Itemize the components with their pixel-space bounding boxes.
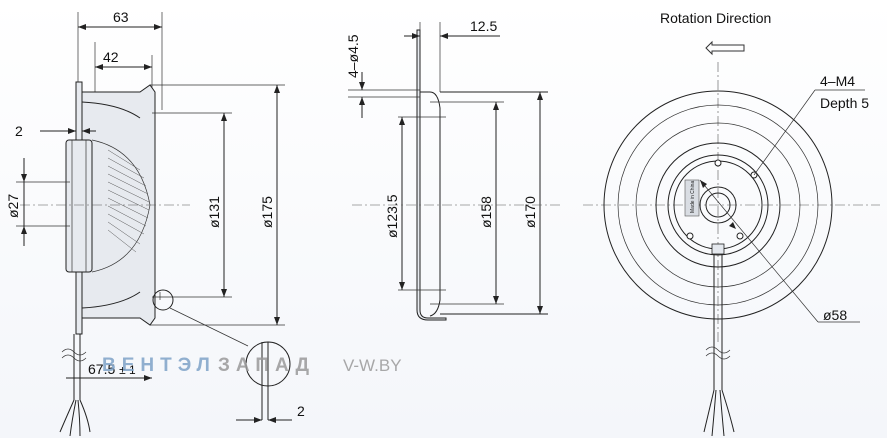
dim-inner-diameter: ø131	[206, 196, 222, 228]
mount-hole-top	[714, 159, 722, 167]
dim-hub-diameter: ø27	[5, 194, 21, 218]
dim-rotor-depth: 42	[103, 49, 119, 65]
dim-length: 67.5 ± 1	[88, 361, 136, 377]
section-view: 12.5 4–ø4.5 ø123.5 ø158 ø170	[345, 18, 560, 321]
depth-label: Depth 5	[820, 95, 869, 111]
rotation-direction-title: Rotation Direction	[660, 10, 771, 26]
dim-circle-diameter: ø58	[823, 307, 847, 323]
dim-flange-thickness: 2	[15, 123, 23, 139]
watermark: ВЕНТЭЛ ЗАПАД V-W.BY	[102, 355, 402, 376]
dim-holes: 4–ø4.5	[345, 34, 361, 78]
side-view: 63 42 ø131	[5, 9, 305, 437]
watermark-part-b: ЗАПАД	[218, 355, 315, 376]
dim-outer-diameter: ø175	[259, 196, 275, 228]
dim-offset: 12.5	[470, 18, 497, 34]
dim-inlet-diameter: ø158	[478, 196, 494, 228]
dim-detail-thickness: 2	[297, 403, 305, 419]
mount-hole-bottom	[736, 232, 744, 240]
dim-overall-depth: 63	[113, 9, 129, 25]
dim-plate-diameter: ø170	[522, 196, 538, 228]
dim-pitch-circle: ø123.5	[384, 194, 400, 238]
watermark-part-a: ВЕНТЭЛ	[102, 355, 216, 376]
mount-hole-left	[686, 232, 694, 240]
front-view: Rotation Direction Made in China	[583, 10, 880, 437]
rotation-arrow-icon	[705, 40, 745, 56]
nameplate-text: Made in China	[690, 181, 696, 213]
thread-label: 4–M4	[820, 73, 855, 89]
watermark-site: V-W.BY	[343, 356, 402, 375]
